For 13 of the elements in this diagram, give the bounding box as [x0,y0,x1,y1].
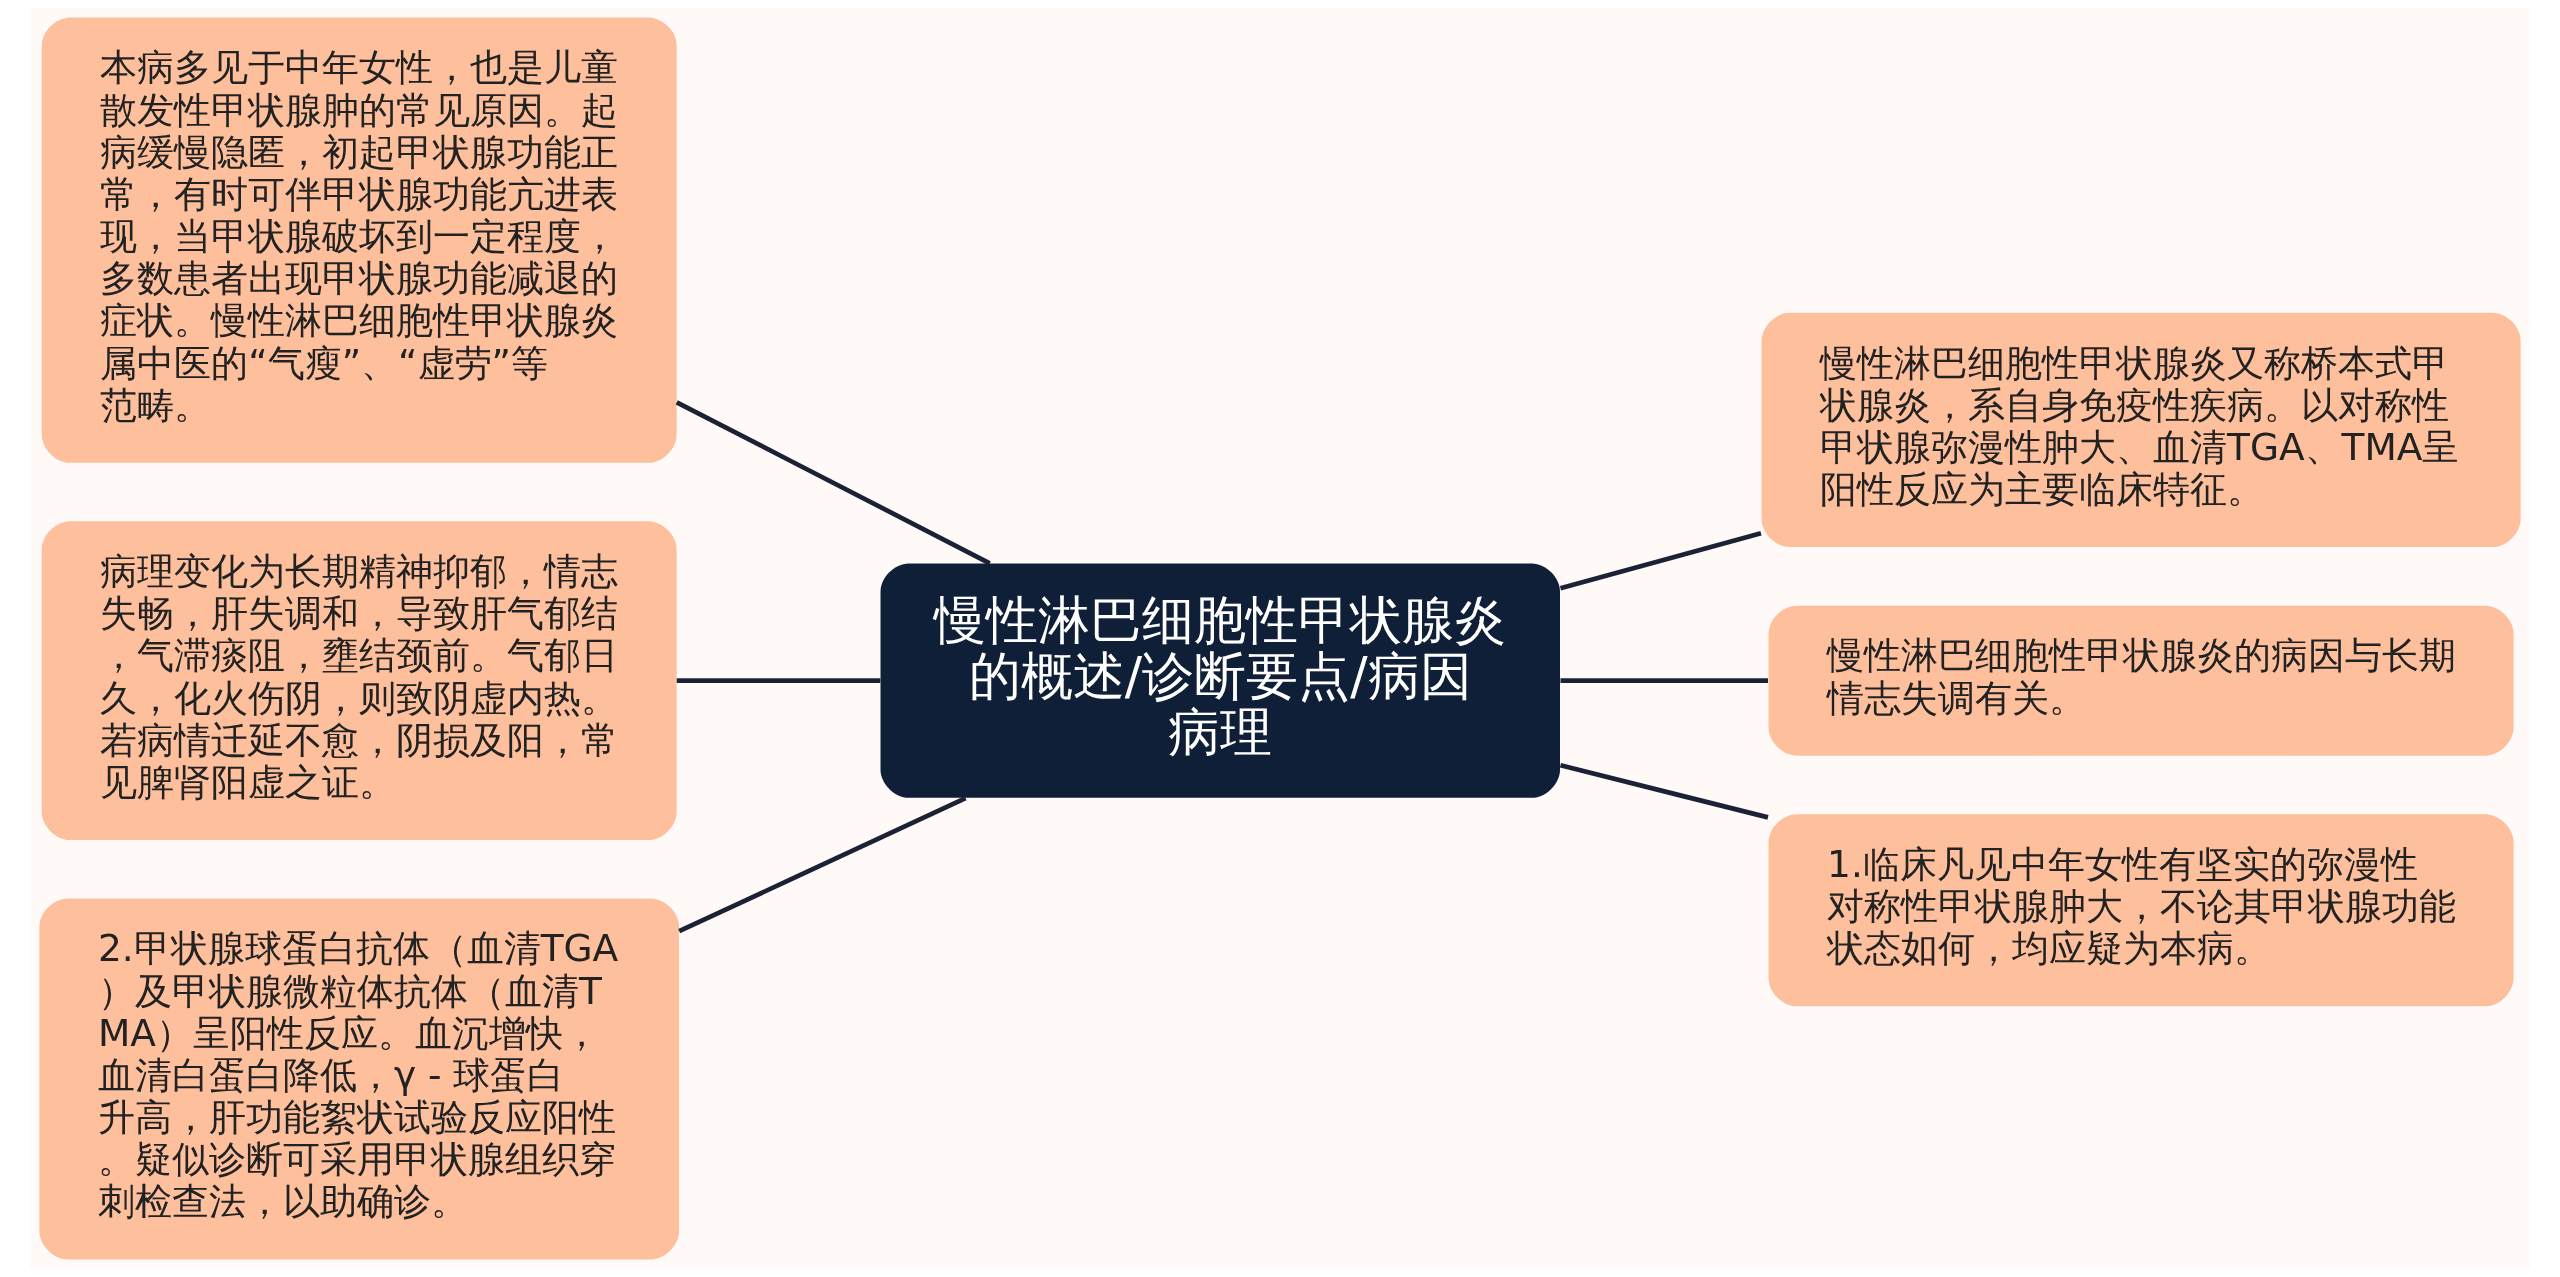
node-box: 病理变化为长期精神抑郁，情志失畅，肝失调和，导致肝气郁结，气滞痰阻，壅结颈前。气郁日久，化火伤阴，则致阴虚内热。若病情迁延不愈，阴损及阳，常见脾肾阳虚之证。 [41,521,677,840]
node-box: 慢性淋巴细胞性甲状腺炎又称桥本式甲状腺炎，系自身免疫性疾病。以对称性甲状腺弥漫性肿大、血清TGA、TMA呈阳性反应为主要临床特征。 [1761,312,2521,548]
node-box: 1.临床凡见中年女性有坚实的弥漫性对称性甲状腺肿大，不论其甲状腺功能状态如何，均应疑为本病。 [1768,814,2514,1007]
connector [676,678,881,683]
node-box: 慢性淋巴细胞性甲状腺炎的概述/诊断要点/病因病理 [880,563,1560,798]
node-box: 本病多见于中年女性，也是儿童散发性甲状腺肿的常见原因。起病缓慢隐匿，初起甲状腺功能正常，有时可伴甲状腺功能亢进表现，当甲状腺破坏到一定程度，多数患者出现甲状腺功能减退的症状。慢性淋巴细胞性甲状腺炎属中医的“气瘦”、“虚劳”等范畴。 [41,17,677,463]
connector [1559,531,1762,591]
connector [1560,678,1768,683]
node-box: 慢性淋巴细胞性甲状腺炎的病因与长期情志失调有关。 [1768,605,2514,756]
connector [675,400,991,566]
node-box: 2.甲状腺球蛋白抗体（血清TGA）及甲状腺微粒体抗体（血清TMA）呈阳性反应。血沉增快，血清白蛋白降低，γ - 球蛋白升高，肝功能絮状试验反应阳性。疑似诊断可采用甲状腺组织穿刺检查法，以助确诊。 [39,898,679,1260]
connector [1559,763,1769,820]
connector [678,795,967,934]
